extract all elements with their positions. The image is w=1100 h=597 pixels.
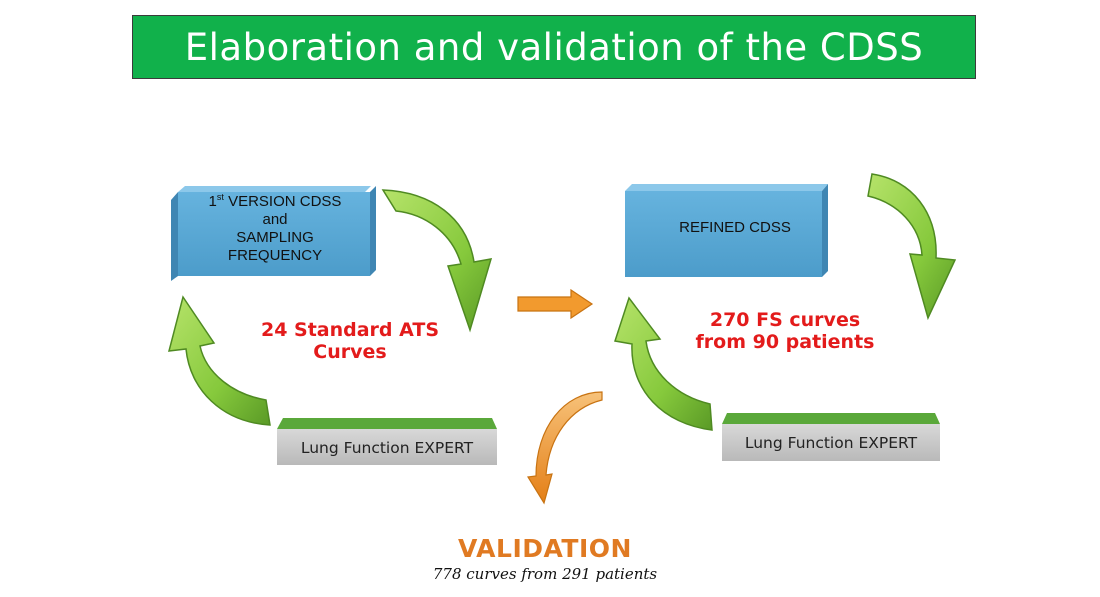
green-curved-arrow-right-bottom xyxy=(614,296,713,431)
expert-gray-body xyxy=(722,424,940,461)
right-expert-bar xyxy=(722,413,940,461)
fs-curves-label: 270 FS curves from 90 patients xyxy=(695,309,875,353)
box-top-face xyxy=(178,186,371,192)
orange-right-arrow xyxy=(517,288,594,320)
page-title: Elaboration and validation of the CDSS xyxy=(184,25,924,69)
right-expert-label: Lung Function EXPERT xyxy=(744,434,918,452)
left-expert-bar xyxy=(277,418,497,465)
validation-title: VALIDATION xyxy=(458,534,632,563)
expert-green-top xyxy=(277,418,497,429)
first-version-box xyxy=(171,186,376,281)
first-version-label: 1st VERSION CDSS and SAMPLING FREQUENCY xyxy=(208,192,342,264)
validation-subtitle: 778 curves from 291 patients xyxy=(432,565,658,583)
refined-cdss-box xyxy=(625,184,828,277)
standard-ats-curves-label: 24 Standard ATS Curves xyxy=(260,319,440,363)
green-curved-arrow-right-top xyxy=(867,173,957,321)
expert-green-top xyxy=(722,413,940,424)
refined-cdss-label: REFINED CDSS xyxy=(679,219,791,236)
left-expert-label: Lung Function EXPERT xyxy=(300,439,474,457)
box-top-face xyxy=(625,184,828,191)
box-front-face xyxy=(178,192,370,276)
box-side-face xyxy=(171,192,178,281)
expert-gray-body xyxy=(277,429,497,465)
orange-curved-down-arrow xyxy=(527,391,603,505)
title-banner: Elaboration and validation of the CDSS xyxy=(132,15,976,79)
box-right-face xyxy=(370,186,376,276)
green-curved-arrow-left-bottom xyxy=(167,295,271,426)
box-front-face xyxy=(625,191,822,277)
box-right-face xyxy=(822,184,828,277)
green-curved-arrow-left-top xyxy=(381,189,493,333)
